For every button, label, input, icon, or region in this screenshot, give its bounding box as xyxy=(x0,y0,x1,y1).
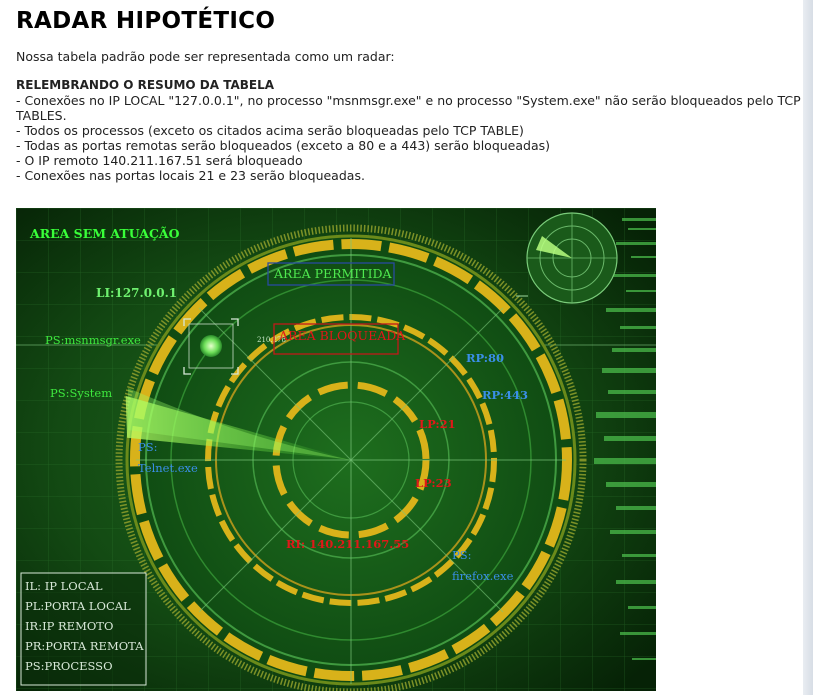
legend-item: PR:PORTA REMOTA xyxy=(25,639,144,653)
summary-line: - Conexões no IP LOCAL "127.0.0.1", no p… xyxy=(16,93,801,123)
article-body: RADAR HIPOTÉTICO Nossa tabela padrão pod… xyxy=(16,0,801,183)
target-blip: 210.278 xyxy=(183,318,286,375)
legend-item: PS:PROCESSO xyxy=(25,659,113,673)
label-remote-port-80: RP:80 xyxy=(466,351,504,365)
legend: IL: IP LOCAL PL:PORTA LOCAL IR:IP REMOTO… xyxy=(20,572,147,686)
table-summary: RELEMBRANDO O RESUMO DA TABELA - Conexõe… xyxy=(16,78,801,183)
legend-item: IL: IP LOCAL xyxy=(25,579,103,593)
zone-blocked-box xyxy=(273,323,399,355)
summary-line: - Conexões nas portas locais 21 e 23 ser… xyxy=(16,168,365,183)
page-title: RADAR HIPOTÉTICO xyxy=(16,8,276,34)
label-process-system: PS:System xyxy=(50,386,112,400)
label-remote-port-443: RP:443 xyxy=(482,388,528,402)
window-scroll-edge xyxy=(803,0,813,695)
zone-allowed-box xyxy=(267,262,395,286)
radar-image: 210.278 AREA SEM ATUAÇÃO AREA PERMITIDA … xyxy=(16,208,656,691)
label-local-port-21: LP:21 xyxy=(419,417,456,431)
zone-outside-label: AREA SEM ATUAÇÃO xyxy=(29,226,180,241)
mini-radar xyxy=(516,212,618,304)
zone-allowed-label: AREA PERMITIDA xyxy=(273,266,393,281)
intro-text: Nossa tabela padrão pode ser representad… xyxy=(16,49,395,64)
label-local-ip: LI:127.0.0.1 xyxy=(96,286,177,300)
legend-item: PL:PORTA LOCAL xyxy=(25,599,131,613)
summary-line: - O IP remoto 140.211.167.51 será bloque… xyxy=(16,153,303,168)
label-process-firefox-2: firefox.exe xyxy=(452,569,514,583)
mini-value: 210.278 xyxy=(257,336,286,344)
label-remote-ip: RI: 140.211.167.55 xyxy=(286,537,409,551)
label-process-firefox-1: PS: xyxy=(452,548,472,562)
summary-line: - Todas as portas remotas serão bloquead… xyxy=(16,138,551,153)
signal-noise xyxy=(594,218,656,660)
summary-heading: RELEMBRANDO O RESUMO DA TABELA xyxy=(16,78,275,92)
radar-disc xyxy=(115,224,587,691)
label-process-telnet-1: PS: xyxy=(138,440,158,454)
radar-graphic: 210.278 AREA SEM ATUAÇÃO AREA PERMITIDA … xyxy=(16,208,656,691)
label-local-port-23: LP:23 xyxy=(415,476,452,490)
summary-line: - Todos os processos (exceto os citados … xyxy=(16,123,524,138)
legend-item: IR:IP REMOTO xyxy=(25,619,113,633)
label-process-msn: PS:msnmsgr.exe xyxy=(45,333,141,347)
zone-blocked-label: AREA BLOQUEADA xyxy=(278,328,406,343)
label-process-telnet-2: Telnet.exe xyxy=(138,461,198,475)
